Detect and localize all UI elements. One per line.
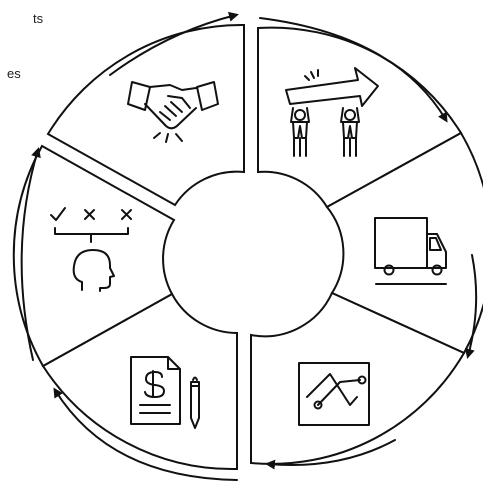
delivery-truck-icon <box>374 217 447 285</box>
flow-arrow-left <box>20 147 41 361</box>
flow-arrow-bottom <box>265 439 396 470</box>
cropped-text-fragment-top: ts <box>33 11 44 26</box>
cropped-text-fragment-middle: es <box>7 66 21 81</box>
flow-arrow-right <box>465 254 478 359</box>
segment-partnership <box>257 26 463 209</box>
segment-handshake <box>46 23 245 207</box>
flow-arrow-top-right <box>259 17 448 123</box>
flow-arrow-bottom-left <box>53 387 238 481</box>
segment-decision <box>12 144 176 368</box>
decision-head-icon <box>50 207 132 292</box>
handshake-icon <box>127 81 219 143</box>
people-carrying-arrow-icon <box>285 67 379 157</box>
segment-analytics <box>250 291 466 465</box>
crossing-lines-chart-icon <box>298 362 370 426</box>
invoice-pencil-icon <box>130 356 200 429</box>
flow-arrow-top <box>109 11 239 76</box>
segment-delivery <box>325 131 483 355</box>
